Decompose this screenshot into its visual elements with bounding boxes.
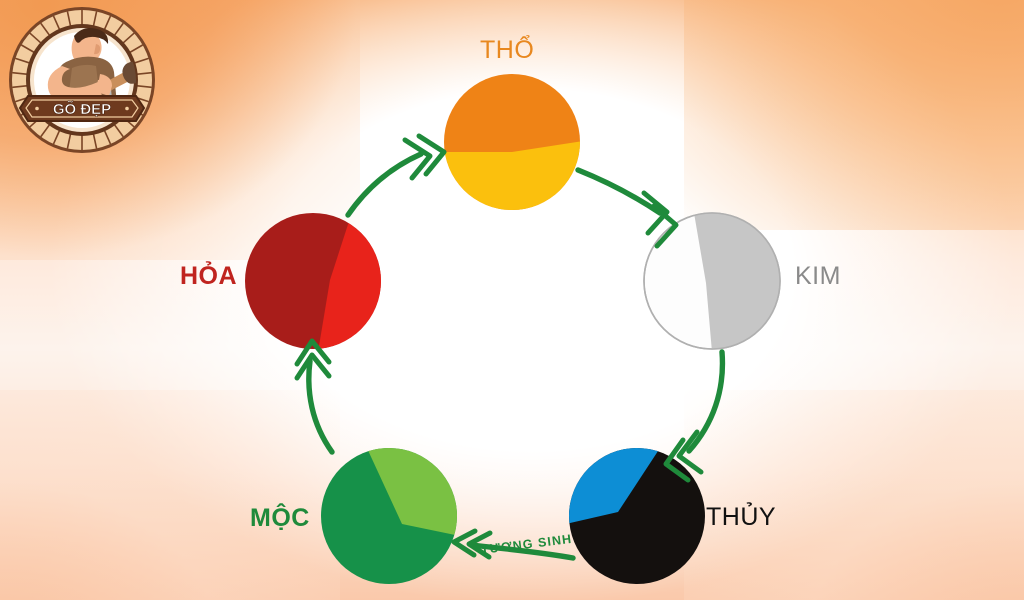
node-tho[interactable] [440, 74, 590, 230]
node-hoa[interactable] [245, 210, 390, 352]
node-thuy[interactable] [560, 444, 705, 584]
node-moc[interactable] [321, 446, 460, 584]
node-tho-wedge [444, 140, 580, 210]
node-label-thuy: THỦY [706, 503, 777, 531]
logo-banner [18, 95, 146, 122]
node-label-tho: THỔ [480, 36, 535, 64]
logo-emblem-icon: GÕ ĐẸP [9, 7, 155, 153]
background-corner-top-right [684, 0, 1024, 230]
arrow-moc-to-hoa [294, 338, 335, 455]
brand-logo: GÕ ĐẸP [6, 4, 158, 156]
arrow-kim-to-thuy [663, 349, 726, 483]
node-moc-wedge [366, 448, 457, 536]
node-kim-outline [643, 212, 781, 350]
node-kim-wedge [694, 213, 780, 349]
node-label-kim: KIM [795, 262, 841, 290]
background-corner-bottom-left [0, 390, 340, 600]
node-label-moc: MỘC [250, 504, 310, 532]
node-kim[interactable] [643, 206, 790, 352]
arrow-thuy-to-moc [451, 528, 576, 561]
background-corner-bottom-right [684, 390, 1024, 600]
arrow-hoa-to-tho [345, 133, 447, 218]
arrow-tho-to-kim [575, 167, 679, 249]
logo-brand-text: GÕ ĐẸP [53, 100, 111, 118]
node-label-hoa: HỎA [180, 262, 238, 290]
